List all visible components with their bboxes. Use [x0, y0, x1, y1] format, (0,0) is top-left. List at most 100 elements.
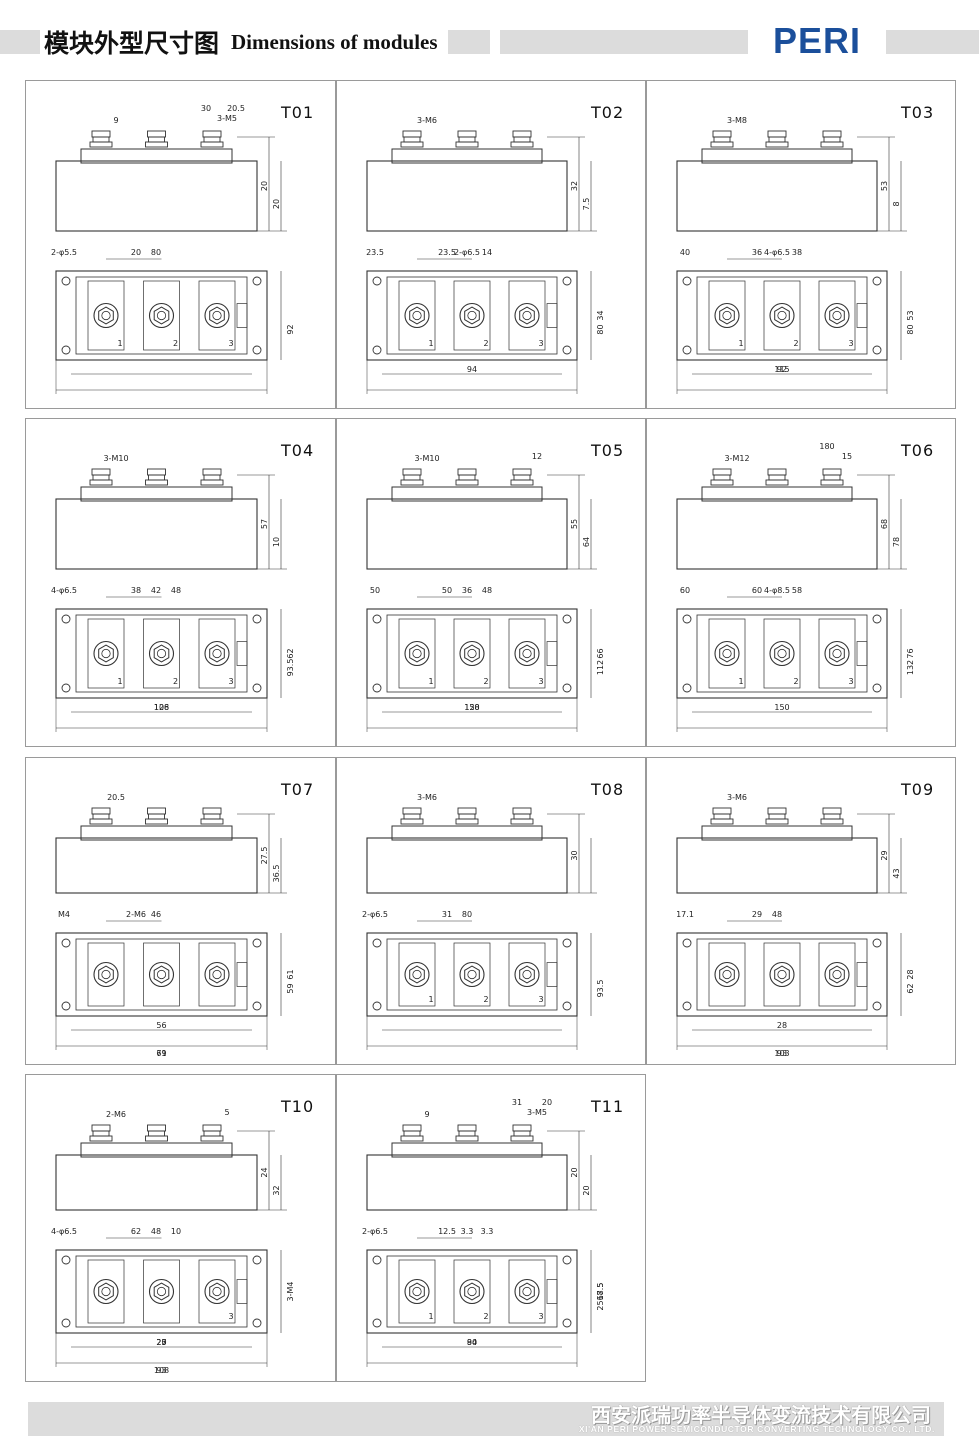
module-code: T03 [901, 103, 935, 122]
side-dimension: 43 [892, 868, 901, 878]
side-dimension: 9 [113, 116, 118, 125]
side-dimension: 27.5 [260, 847, 269, 865]
side-dimension: 10 [272, 537, 281, 547]
top-dimension: 28 [906, 969, 915, 979]
top-dimension: 50 [442, 586, 452, 595]
top-dimension: 62 [906, 983, 915, 993]
side-dimension: 36.5 [272, 865, 281, 883]
side-dimension: 31 [512, 1098, 522, 1107]
top-dimension: 23.5 [438, 248, 456, 257]
top-dimension: 38 [792, 248, 802, 257]
top-dimension: 36 [462, 586, 472, 595]
top-dimension: 3 [228, 677, 233, 686]
top-dimension: 62 [131, 1227, 141, 1236]
top-dimension: 93 [156, 1366, 166, 1375]
side-dimension: 9 [424, 1110, 429, 1119]
top-dimension: 3 [538, 677, 543, 686]
top-dimension: 150 [464, 703, 479, 712]
side-dimension: 3-M6 [417, 116, 437, 125]
module-code: T11 [591, 1097, 625, 1116]
top-dimension: 2 [173, 339, 178, 348]
top-dimension: 29 [752, 910, 762, 919]
side-dimension: 3-M6 [727, 793, 747, 802]
page-title-cn: 模块外型尺寸图 [44, 29, 220, 58]
top-dimension: 2 [483, 1312, 488, 1321]
top-dimension: 4-φ8.5 [764, 586, 790, 595]
top-dimension: 12.5 [438, 1227, 456, 1236]
top-dimension: 80 [596, 324, 605, 334]
top-dimension: 67.5 [596, 1283, 605, 1301]
top-dimension: 92 [286, 324, 295, 334]
top-dimension: 3 [538, 995, 543, 1004]
top-dimension: 1 [117, 677, 122, 686]
side-dimension: 12 [532, 452, 542, 461]
top-dimension: 61 [286, 969, 295, 979]
top-dimension: 80 [462, 910, 472, 919]
side-dimension: 15 [842, 452, 852, 461]
top-dimension: 1 [428, 995, 433, 1004]
side-dimension: 3-M5 [527, 1108, 547, 1117]
top-dimension: 80 [467, 1338, 477, 1347]
top-dimension: 1 [428, 1312, 433, 1321]
top-dimension: 3 [228, 339, 233, 348]
side-dimension: 20 [570, 1167, 579, 1177]
top-dimension: 93.5 [596, 980, 605, 998]
top-dimension: 3 [538, 1312, 543, 1321]
page-title: 模块外型尺寸图 Dimensions of modules [40, 22, 448, 62]
top-dimension: 108 [154, 703, 169, 712]
top-dimension: M4 [58, 910, 70, 919]
side-dimension: 64 [582, 537, 591, 547]
side-dimension: 20.5 [227, 104, 245, 113]
side-dimension: 24 [260, 1167, 269, 1177]
top-dimension: 80 [906, 324, 915, 334]
top-dimension: 3 [848, 677, 853, 686]
side-dimension: 32 [570, 181, 579, 191]
top-dimension: 20 [156, 1338, 166, 1347]
top-dimension: 126 [154, 703, 169, 712]
top-dimension: 50 [370, 586, 380, 595]
top-dimension: 2 [173, 677, 178, 686]
top-dimension: 3 [228, 1312, 233, 1321]
top-dimension: 71 [156, 1049, 166, 1058]
header-bar-right [886, 30, 979, 54]
top-dimension: 27 [156, 1338, 166, 1347]
module-code: T09 [901, 780, 935, 799]
top-dimension: 1 [428, 339, 433, 348]
top-dimension: 150 [774, 703, 789, 712]
top-dimension: 80 [151, 248, 161, 257]
top-dimension: 60 [680, 586, 690, 595]
top-dimension: 48 [151, 1227, 161, 1236]
top-dimension: 2-φ5.5 [51, 248, 77, 257]
top-dimension: 1 [738, 677, 743, 686]
top-dimension: 3-M4 [286, 1282, 295, 1302]
company-name-en: XI'AN PERI POWER SEMICONDUCTOR CONVERTIN… [578, 1424, 935, 1434]
top-dimension: 2-φ6.5 [362, 1227, 388, 1236]
side-dimension: 3-M10 [103, 454, 128, 463]
top-dimension: 112 [596, 660, 605, 675]
top-dimension: 2 [483, 677, 488, 686]
top-dimension: 128 [464, 703, 479, 712]
top-dimension: 69 [156, 1049, 166, 1058]
top-dimension: 36 [752, 248, 762, 257]
top-dimension: 48 [772, 910, 782, 919]
module-code: T08 [591, 780, 625, 799]
side-dimension: 53 [880, 181, 889, 191]
side-dimension: 57 [260, 519, 269, 529]
top-dimension: 2 [793, 339, 798, 348]
top-dimension: 2 [483, 995, 488, 1004]
side-dimension: 2-M6 [106, 1110, 126, 1119]
top-dimension: 62 [286, 648, 295, 658]
top-dimension: 2 [793, 677, 798, 686]
